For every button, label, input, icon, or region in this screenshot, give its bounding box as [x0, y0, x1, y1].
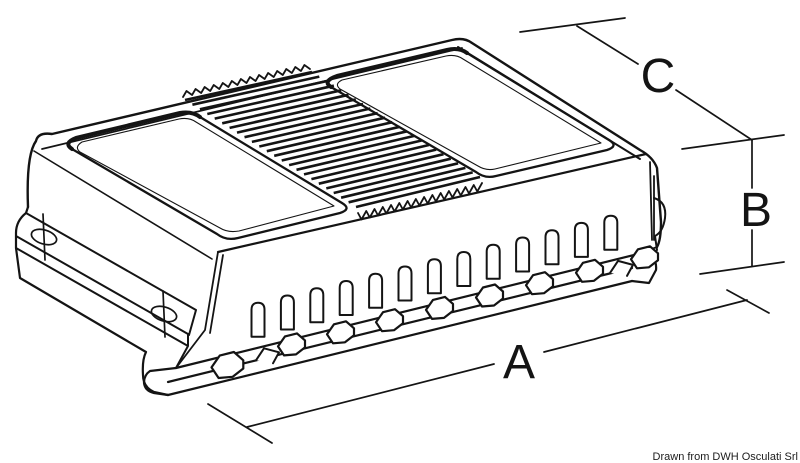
- heatsink-rib: [303, 143, 430, 176]
- vent-slot: [250, 301, 266, 338]
- flange-hole-2: [150, 290, 178, 338]
- heatsink-rib: [311, 148, 437, 181]
- terminal-lugs: [210, 245, 660, 380]
- rib-ends-rear: [182, 64, 311, 98]
- dimension-a: [207, 289, 770, 444]
- vent-slot: [338, 280, 354, 316]
- dimension-label-c: C: [641, 50, 676, 103]
- top-panel-left: [66, 110, 348, 241]
- dimension-c: [519, 17, 753, 141]
- dimension-label-b: B: [740, 184, 772, 237]
- terminal-lug: [629, 245, 660, 270]
- rail-notches: [255, 259, 634, 365]
- vent-slot: [456, 251, 472, 287]
- left-base-outline: [14, 205, 170, 397]
- rail-top-back-edge: [174, 252, 640, 370]
- heatsink-rib: [199, 79, 327, 111]
- dim-b-extension-bottom: [699, 261, 785, 275]
- heatsink-rib: [184, 70, 313, 102]
- heatsink-rib: [288, 134, 415, 167]
- rail-bottom-edge: [166, 279, 634, 397]
- flange-edges: [15, 212, 197, 369]
- heatsink-rib: [281, 130, 408, 162]
- heatsink-rib: [244, 107, 371, 139]
- heatsink-rib: [348, 171, 474, 204]
- enclosure-outline: [26, 37, 663, 249]
- vent-slot: [573, 221, 589, 258]
- heatsink-ribs: [184, 70, 481, 209]
- left-face-lip: [33, 150, 213, 260]
- heatsink-rib: [333, 162, 459, 195]
- flange-hole-1: [30, 213, 58, 261]
- front-left-edge: [175, 251, 224, 369]
- terminal-lug: [524, 271, 555, 296]
- heatsink-rib: [251, 111, 378, 144]
- vent-slot: [368, 272, 384, 309]
- terminal-lug: [210, 350, 245, 380]
- dimension-b: [699, 139, 785, 275]
- heatsink-rib: [325, 157, 452, 190]
- terminal-lug: [424, 295, 455, 320]
- mounting-flange: [15, 212, 197, 369]
- vent-slots: [250, 214, 619, 338]
- front-top-edge: [216, 152, 648, 254]
- credit-text: Drawn from DWH Osculati Srl: [653, 451, 798, 463]
- right-corner-edges: [637, 161, 658, 255]
- vent-slot: [485, 243, 501, 280]
- heatsink-rib: [296, 139, 422, 172]
- heatsink-rib: [266, 120, 393, 153]
- top-panel-left-inner: [76, 117, 335, 233]
- dim-a-tick-right: [726, 289, 770, 314]
- top-panel-left-shadow-edge: [66, 110, 202, 151]
- vent-slot: [515, 236, 531, 273]
- terminal-lug: [374, 308, 405, 333]
- terminal-lug: [325, 320, 356, 345]
- heatsink-rib: [214, 89, 342, 120]
- heatsink-rib: [192, 75, 320, 106]
- dimension-lines: [207, 17, 785, 444]
- heatsink-rib: [236, 102, 364, 134]
- heatsink-rib-ends: [182, 64, 483, 221]
- dim-c-line: [576, 25, 753, 141]
- vent-slot: [279, 294, 295, 331]
- rib-ends-front: [357, 182, 483, 221]
- vent-slot: [603, 214, 619, 251]
- top-panel-right: [325, 47, 615, 179]
- dim-bc-shared-extension: [681, 134, 785, 150]
- right-flange-curl: [653, 197, 667, 251]
- heatsink-rib: [207, 84, 335, 116]
- rail-notch: [255, 347, 280, 365]
- vent-slot: [309, 287, 325, 324]
- terminal-lug: [276, 332, 307, 357]
- vent-slot: [426, 258, 442, 295]
- rail-notch: [609, 259, 634, 277]
- heatsink-rib: [229, 98, 357, 130]
- heatsink-rib: [355, 175, 481, 209]
- terminal-lug: [474, 283, 505, 308]
- top-panel-right-shadow-edge: [325, 47, 469, 89]
- heatsink-rib: [221, 93, 349, 125]
- dim-c-extension-top: [519, 17, 626, 33]
- vent-slot: [544, 229, 560, 266]
- heatsink-rib: [273, 125, 400, 158]
- dimension-label-a: A: [503, 336, 535, 389]
- terminal-lug: [574, 258, 605, 283]
- top-panel-right-inner: [336, 54, 602, 171]
- heatsink-rib: [318, 152, 444, 185]
- heatsink-rib: [340, 166, 466, 199]
- heatsink-rib: [259, 116, 386, 148]
- vent-slot: [397, 265, 413, 302]
- dim-a-line: [246, 299, 748, 428]
- rail-left-cap: [142, 366, 178, 397]
- dim-a-tick-left: [207, 403, 273, 444]
